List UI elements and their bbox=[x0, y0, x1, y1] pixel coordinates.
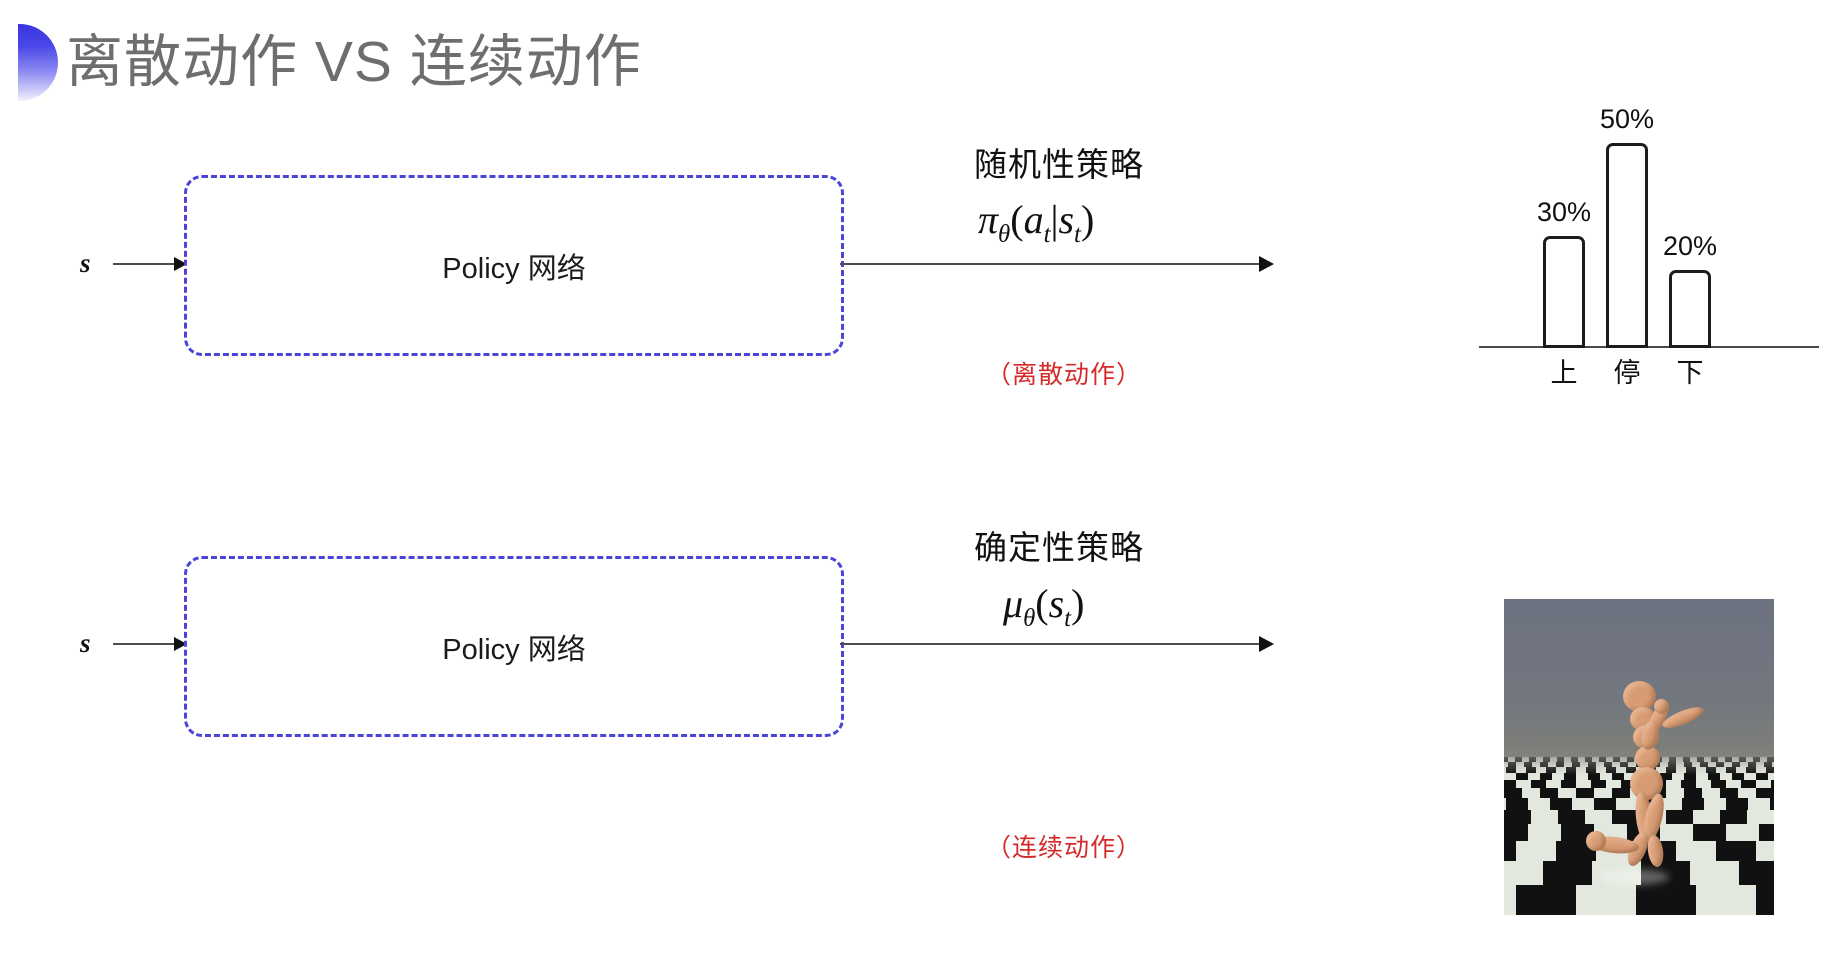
formula-head-row2: μ bbox=[1003, 581, 1024, 626]
bar-category-2: 下 bbox=[1676, 358, 1704, 388]
humanoid-simulation-image bbox=[1504, 599, 1774, 915]
policy-network-box-row2[interactable]: Policy 网络 bbox=[184, 556, 844, 737]
humanoid-lower-torso bbox=[1635, 746, 1660, 770]
state-label-row2: s bbox=[80, 628, 91, 658]
input-arrow-row1 bbox=[113, 263, 185, 265]
formula-arg1-row2: s bbox=[1048, 581, 1065, 626]
action-probability-bar-chart: 30% 上 50% 停 20% 下 bbox=[1479, 96, 1819, 396]
input-arrow-row2 bbox=[113, 643, 185, 645]
table-row bbox=[1606, 143, 1648, 348]
policy-network-label-row1: Policy 网络 bbox=[442, 252, 586, 285]
formula-close-row2: ) bbox=[1071, 581, 1085, 626]
page-title: 离散动作 VS 连续动作 bbox=[66, 30, 642, 94]
formula-arg2-row1: s bbox=[1058, 197, 1075, 242]
bar-category-0: 上 bbox=[1550, 358, 1578, 388]
bar-category-1: 停 bbox=[1613, 358, 1641, 388]
action-type-note-row2: （连续动作） bbox=[986, 834, 1143, 862]
bar-value-2: 20% bbox=[1662, 231, 1718, 261]
formula-arg1-sub-row1: t bbox=[1043, 221, 1051, 248]
formula-open-row1: ( bbox=[1010, 197, 1024, 242]
chart-x-axis bbox=[1479, 346, 1819, 348]
formula-arg1-row1: a bbox=[1023, 197, 1044, 242]
table-row bbox=[1669, 270, 1711, 348]
formula-arg1-sub-row2: t bbox=[1064, 605, 1072, 632]
formula-arg2-sub-row1: t bbox=[1074, 221, 1081, 248]
humanoid-head bbox=[1623, 681, 1656, 712]
formula-head-sub-row1: θ bbox=[998, 221, 1011, 248]
output-arrow-row2 bbox=[840, 643, 1272, 645]
table-row bbox=[1543, 236, 1585, 348]
title-bullet-decoration bbox=[18, 24, 58, 101]
formula-close-row1: ) bbox=[1080, 197, 1095, 242]
floor-row bbox=[1504, 861, 1774, 885]
policy-formula-row2: μθ(st) bbox=[1003, 580, 1084, 633]
output-arrow-row1 bbox=[840, 263, 1272, 265]
floor-reflection bbox=[1599, 869, 1669, 885]
annotation-title-row2: 确定性策略 bbox=[974, 529, 1144, 566]
bar-value-0: 30% bbox=[1536, 197, 1592, 227]
annotation-title-row1: 随机性策略 bbox=[974, 146, 1144, 183]
humanoid-left-knee bbox=[1586, 831, 1606, 851]
policy-formula-row1: πθ(at|st) bbox=[978, 196, 1094, 249]
formula-separator-row1: | bbox=[1050, 197, 1059, 242]
floor-row bbox=[1504, 885, 1774, 915]
policy-network-label-row2: Policy 网络 bbox=[442, 633, 586, 666]
policy-network-box-row1[interactable]: Policy 网络 bbox=[184, 175, 844, 356]
bar-value-1: 50% bbox=[1599, 104, 1655, 134]
formula-open-row2: ( bbox=[1035, 581, 1049, 626]
state-label-row1: s bbox=[80, 248, 91, 278]
humanoid-left-hand bbox=[1654, 699, 1669, 714]
formula-head-sub-row2: θ bbox=[1023, 605, 1036, 632]
action-type-note-row1: （离散动作） bbox=[986, 361, 1143, 389]
formula-head-row1: π bbox=[978, 197, 999, 242]
